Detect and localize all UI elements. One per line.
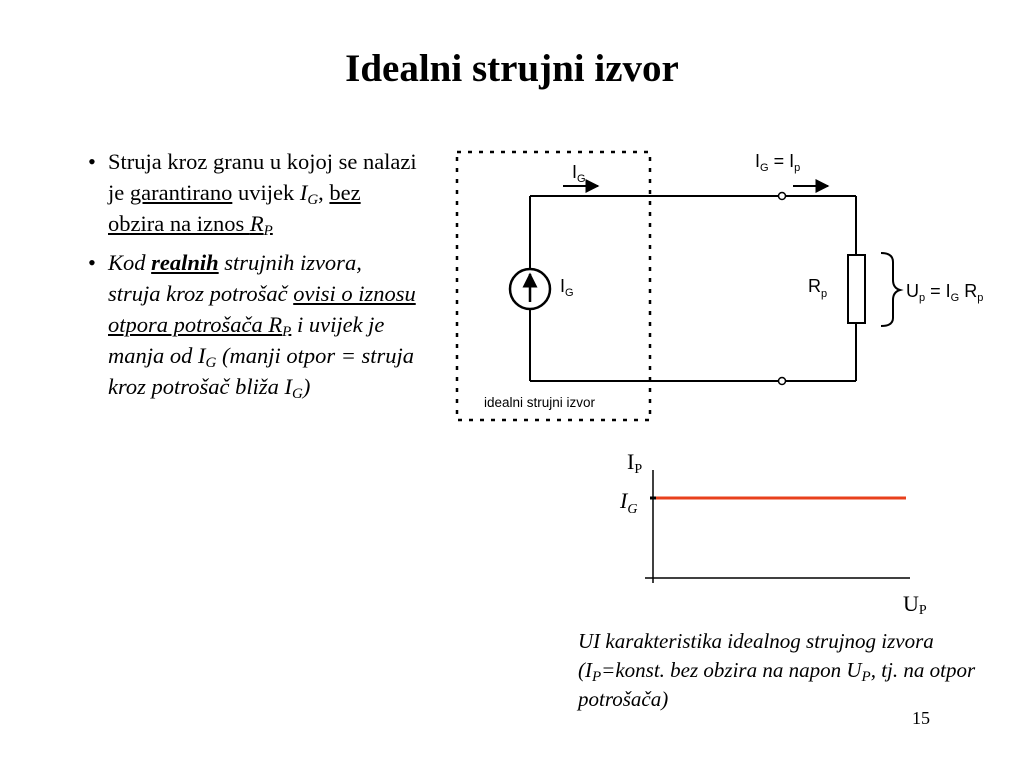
page-number: 15	[912, 708, 930, 728]
symbol-subscript: P	[282, 324, 292, 340]
ui-graph: IP IG UP	[619, 449, 927, 618]
y-axis-label: IP	[627, 449, 642, 477]
label-up-equation: Up = IG Rp	[906, 281, 983, 304]
bullet-1-underlined: garantirano	[129, 180, 233, 205]
caption-text: , tj. na otpor potrošača)	[578, 658, 976, 711]
underlined-text: bez obzira na iznos	[108, 180, 361, 236]
bullet-2-text: )	[302, 374, 311, 399]
bullet-list: • Struja kroz granu u kojoj se nalazi je…	[88, 146, 418, 410]
bullet-2: • Kod realnih strujnih izvora, struja kr…	[88, 247, 418, 402]
circuit-wires	[529, 195, 857, 382]
bullet-2-text: i uvijek je manja od I	[108, 312, 385, 368]
underlined-text: ovisi o iznosu otpora potrošača R	[108, 281, 416, 337]
bullet-1: • Struja kroz granu u kojoj se nalazi je…	[88, 146, 418, 239]
graph-caption: UI karakteristika idealnog strujnog izvo…	[578, 627, 998, 714]
voltage-brace	[880, 252, 904, 327]
label-ig-top: IG	[572, 162, 586, 185]
label-ideal-source-box: idealni strujni izvor	[484, 395, 596, 410]
bullet-2-text: (manji otpor = struja kroz potrošač bliž…	[108, 343, 415, 399]
bullet-2-emphasis: realnih	[151, 250, 219, 275]
bullet-1-text: Struja kroz granu u kojoj se nalazi je	[108, 149, 417, 205]
bullet-1-symbol: IG	[299, 180, 319, 208]
bullet-2-text: Kod	[108, 250, 152, 275]
symbol-letter: R	[249, 211, 264, 236]
bullet-1-text: uvijek	[232, 180, 300, 205]
x-axis-label: UP	[903, 591, 927, 618]
terminal-top	[777, 191, 787, 201]
symbol-letter: I	[299, 180, 308, 205]
caption-subscript: P	[592, 669, 602, 685]
bullet-2-text: strujnih izvora, struja kroz potrošač	[108, 250, 362, 306]
symbol-subscript: G	[205, 355, 217, 371]
ideal-source-box	[455, 150, 652, 422]
resistor-rp	[847, 254, 866, 324]
label-rp: Rp	[808, 276, 827, 300]
bullet-1-underlined: bez obzira na iznos RP	[108, 180, 361, 239]
symbol-subscript: G	[291, 386, 303, 402]
bullet-dot: •	[88, 250, 96, 275]
symbol-subscript: G	[307, 192, 319, 208]
bullet-2-underlined: ovisi o iznosu otpora potrošača RP	[108, 281, 416, 340]
caption-text: UI karakteristika idealnog strujnog izvo…	[578, 629, 934, 682]
symbol-subscript: P	[263, 223, 273, 239]
slide-title: Idealni strujni izvor	[345, 47, 679, 90]
bullet-1-text: ,	[318, 180, 330, 205]
label-source-ig: IG	[560, 276, 574, 299]
bullet-dot: •	[88, 149, 96, 174]
caption-subscript: P	[861, 669, 871, 685]
caption-text: =konst. bez obzira na napon U	[601, 658, 862, 682]
label-ig-equals-ip: IG = Ip	[755, 151, 800, 174]
ig-level-label: IG	[619, 488, 637, 517]
terminal-bottom	[777, 376, 787, 386]
